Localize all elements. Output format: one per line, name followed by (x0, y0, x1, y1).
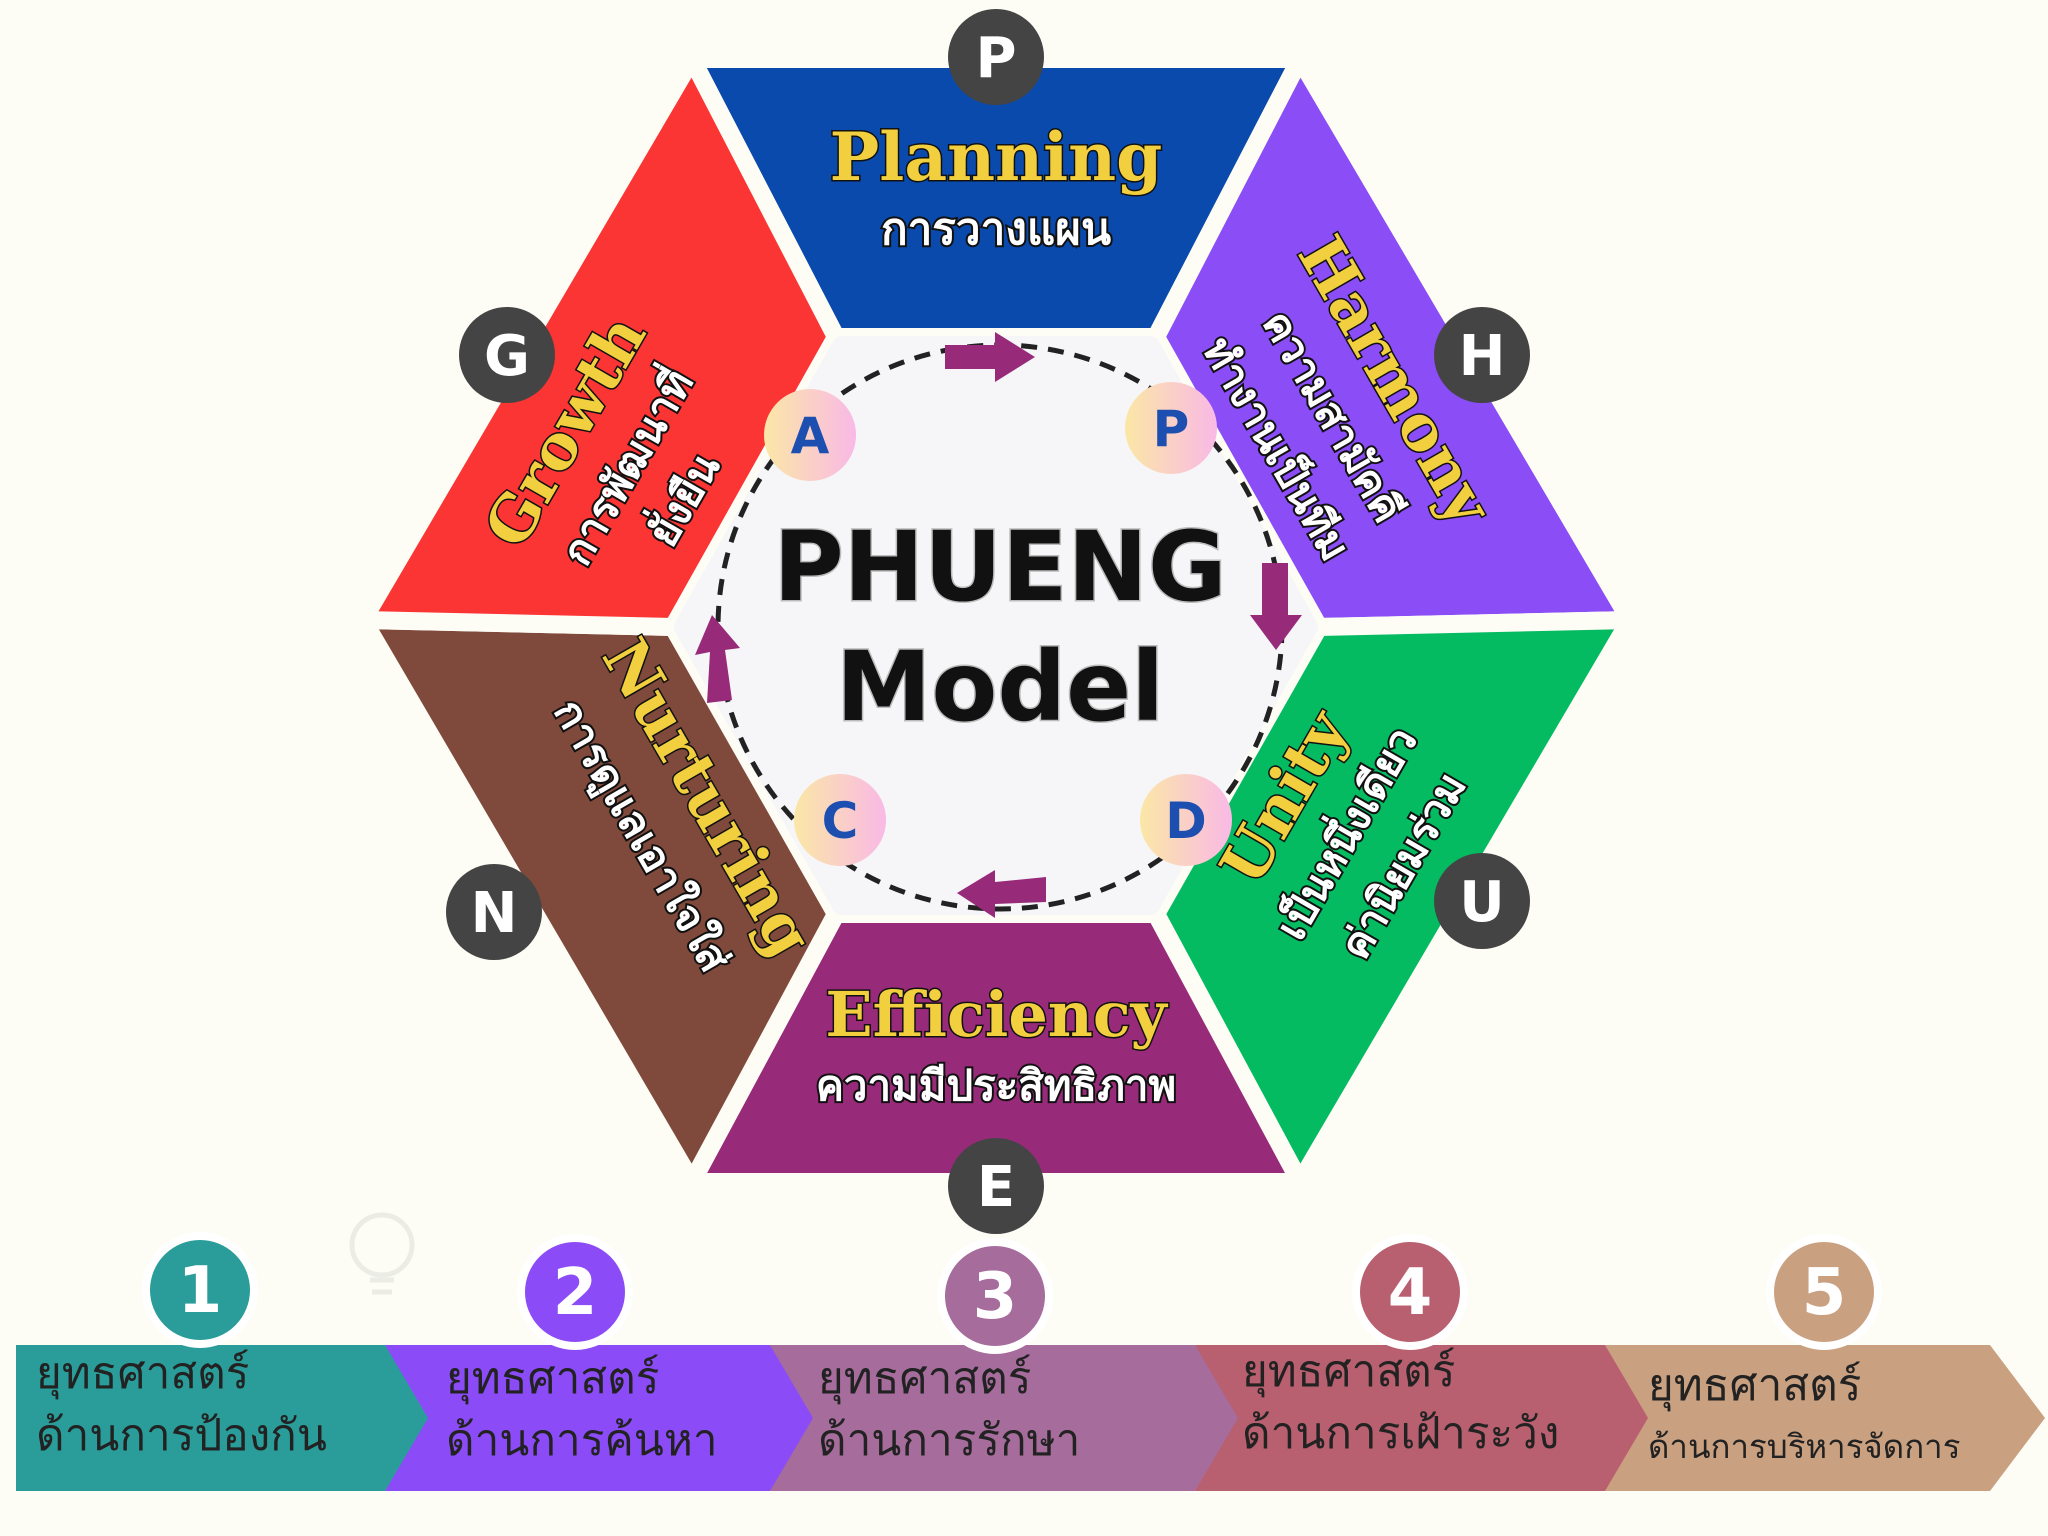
svg-text:A: A (791, 407, 830, 465)
strategy-4: 4 ยุทธศาสตร์ ด้านการเฝ้าระวัง (1242, 1234, 1559, 1459)
cycle-step-c: C (794, 774, 886, 866)
center-title-line2: Model (836, 631, 1164, 743)
arrow-down-icon (1250, 563, 1302, 650)
cycle-step-a: A (764, 389, 856, 481)
svg-text:4: 4 (1388, 1256, 1433, 1330)
svg-text:ด้านการรักษา: ด้านการรักษา (818, 1415, 1080, 1466)
badge-u: U (1434, 853, 1530, 949)
efficiency-title: Efficiency (825, 978, 1168, 1051)
center-title-line1: PHUENG (773, 511, 1226, 623)
center-hexagon (674, 336, 1318, 915)
svg-text:N: N (471, 881, 518, 946)
badge-p: P (948, 9, 1044, 105)
svg-text:P: P (1153, 400, 1190, 458)
arrow-up-icon (695, 615, 740, 703)
svg-text:5: 5 (1802, 1256, 1847, 1330)
svg-text:3: 3 (973, 1260, 1018, 1334)
strategy-segment-1 (16, 1345, 428, 1491)
planning-subtitle: การวางแผน (881, 204, 1111, 255)
svg-text:C: C (822, 792, 859, 850)
svg-text:ยุทธศาสตร์: ยุทธศาสตร์ (1242, 1346, 1455, 1398)
strategy-segment-3 (770, 1345, 1238, 1491)
cycle-step-d: D (1140, 774, 1232, 866)
strategy-banner (16, 1345, 2045, 1491)
arrow-right-icon (945, 332, 1035, 382)
svg-text:ยุทธศาสตร์: ยุทธศาสตร์ (446, 1353, 659, 1405)
lightbulb-icon (349, 1212, 415, 1295)
badge-e: E (948, 1138, 1044, 1234)
efficiency-subtitle: ความมีประสิทธิภาพ (816, 1061, 1176, 1110)
strategy-2: 2 ยุทธศาสตร์ ด้านการค้นหา (446, 1234, 718, 1466)
svg-text:ด้านการค้นหา: ด้านการค้นหา (446, 1415, 718, 1466)
strategy-1: 1 ยุทธศาสตร์ ด้านการป้องกัน (36, 1232, 327, 1461)
strategy-3: 3 ยุทธศาสตร์ ด้านการรักษา (818, 1238, 1080, 1466)
svg-text:ยุทธศาสตร์: ยุทธศาสตร์ (1648, 1360, 1861, 1412)
planning-title: Planning (830, 118, 1163, 196)
svg-text:P: P (975, 26, 1016, 91)
arrow-left-icon (957, 870, 1046, 918)
strategy-segment-2 (385, 1345, 813, 1491)
svg-text:ยุทธศาสตร์: ยุทธศาสตร์ (818, 1353, 1031, 1405)
svg-text:ยุทธศาสตร์: ยุทธศาสตร์ (36, 1348, 249, 1400)
svg-text:ด้านการป้องกัน: ด้านการป้องกัน (36, 1410, 327, 1461)
badge-g: G (459, 307, 555, 403)
svg-text:E: E (977, 1155, 1015, 1220)
svg-text:2: 2 (553, 1256, 598, 1330)
strategy-segment-5 (1605, 1345, 2045, 1491)
cycle-arrows (695, 332, 1302, 918)
svg-text:ด้านการเฝ้าระวัง: ด้านการเฝ้าระวัง (1242, 1408, 1559, 1459)
svg-text:1: 1 (178, 1254, 223, 1328)
svg-text:G: G (484, 324, 530, 389)
strategy-5: 5 ยุทธศาสตร์ ด้านการบริหารจัดการ (1648, 1234, 1960, 1466)
strategy-segment-4 (1195, 1345, 1648, 1491)
svg-text:U: U (1459, 870, 1504, 935)
svg-text:ด้านการบริหารจัดการ: ด้านการบริหารจัดการ (1648, 1427, 1960, 1466)
svg-text:D: D (1165, 792, 1207, 850)
cycle-step-p: P (1125, 382, 1217, 474)
segment-growth (354, 50, 845, 636)
badge-n: N (446, 864, 542, 960)
badge-h: H (1434, 307, 1530, 403)
svg-text:H: H (1459, 324, 1506, 389)
